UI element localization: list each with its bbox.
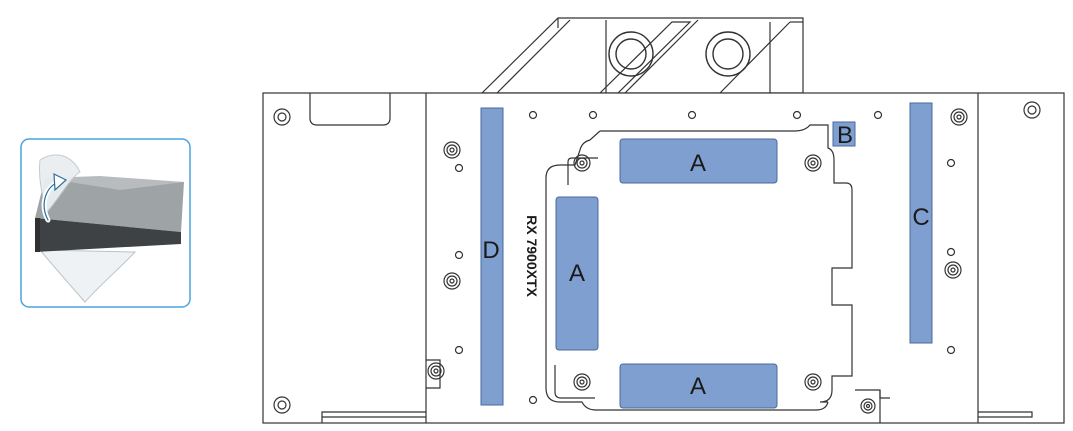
mounting-hole [454, 345, 464, 355]
pad-label: A [569, 260, 585, 287]
thermal-pads: A A A B C D [480, 102, 933, 409]
screw-boss [427, 362, 445, 380]
screw-boss [273, 108, 291, 126]
screw-boss [944, 261, 962, 279]
peel-film-inset [20, 138, 191, 308]
mounting-hole [946, 247, 956, 257]
pad-a-left: A [555, 196, 599, 351]
pad-a-bottom: A [619, 363, 778, 409]
pad-d: D [480, 107, 504, 406]
mounting-hole [687, 110, 697, 120]
screw-boss [273, 396, 291, 414]
pad-label: A [690, 150, 706, 177]
screw-boss [573, 154, 591, 172]
pad-b: B [832, 121, 856, 149]
mounting-hole [946, 345, 956, 355]
screw-boss [1023, 101, 1041, 119]
mounting-hole [792, 110, 802, 120]
pad-c: C [909, 102, 933, 344]
mounting-hole [528, 395, 538, 405]
terminal-block [480, 17, 804, 94]
mounting-hole [454, 250, 464, 260]
pad-label: D [482, 237, 499, 264]
peel-protective-film-icon [35, 154, 184, 303]
screw-boss [804, 154, 822, 172]
pad-label: C [912, 204, 929, 231]
mounting-hole [946, 158, 956, 168]
screw-boss [573, 373, 591, 391]
pad-label: A [690, 373, 706, 400]
mounting-hole [873, 110, 883, 120]
screw-boss [860, 398, 876, 414]
mounting-hole [588, 110, 598, 120]
screw-boss [804, 373, 822, 391]
mounting-holes [454, 110, 956, 405]
screw-boss [950, 108, 968, 126]
mounting-hole [528, 110, 538, 120]
pad-a-top: A [619, 138, 778, 184]
pad-label: B [837, 122, 853, 149]
inlet-port-1 [608, 31, 654, 77]
inlet-port-2 [705, 31, 751, 77]
screw-bosses [273, 101, 1041, 414]
mounting-hole [454, 163, 464, 173]
screw-boss [443, 141, 461, 159]
model-engraving: RX 7900XTX [524, 215, 540, 297]
die-cavity-outline [545, 124, 853, 411]
screw-boss [443, 272, 461, 290]
